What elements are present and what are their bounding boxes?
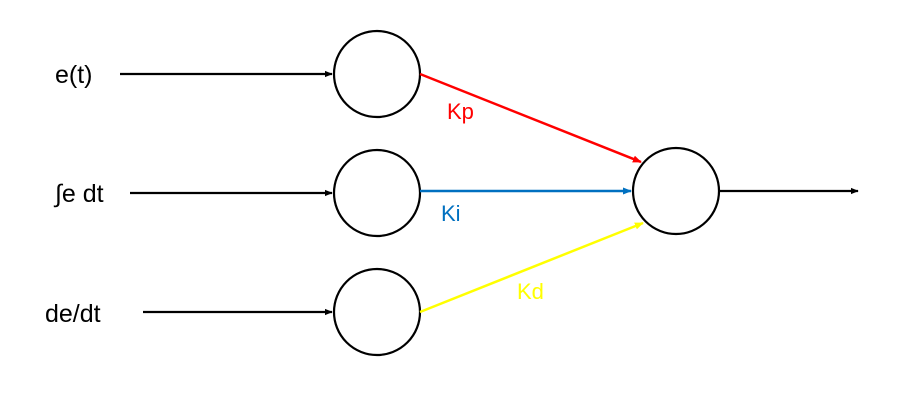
input-neuron-p [332, 29, 422, 119]
weight-label-kp: Kp [447, 99, 474, 124]
input-label-error: e(t) [55, 61, 93, 89]
input-label-derivative: de/dt [45, 300, 101, 328]
output-neuron [631, 146, 721, 236]
input-neuron-d [332, 267, 422, 357]
input-neuron-i [332, 148, 422, 238]
weight-label-ki: Ki [441, 201, 461, 226]
weight-line-kd [419, 221, 644, 314]
weight-label-kd: Kd [517, 279, 544, 304]
weight-line-kp [419, 72, 642, 164]
input-label-integral: ∫e dt [53, 180, 104, 208]
